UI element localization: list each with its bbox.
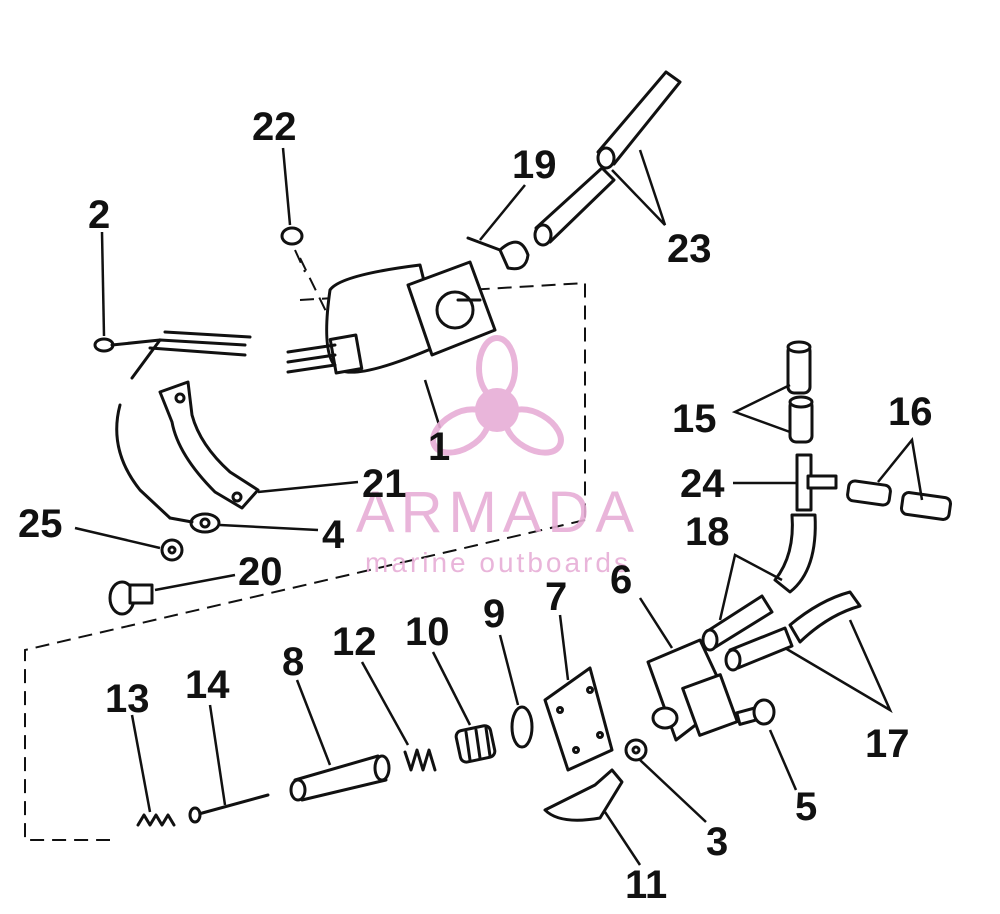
part-23-hoses [533, 70, 682, 247]
callout-2: 2 [88, 193, 110, 237]
part-6-pump-body [638, 597, 739, 742]
callout-12: 12 [332, 620, 377, 664]
callout-10: 10 [405, 610, 450, 654]
part-19-hose-clamp [466, 184, 530, 271]
part-5-screw [735, 698, 798, 791]
callout-11: 11 [625, 863, 667, 907]
part-7-diaphragm-plate [543, 614, 614, 772]
part-24-tee-fitting [733, 453, 838, 512]
part-15-hose-pieces [731, 340, 814, 444]
callout-8: 8 [282, 640, 304, 684]
armada-watermark: ARMADA marine outboards [356, 335, 640, 578]
part-10-spring-cage [431, 651, 497, 764]
part-20-screw [108, 573, 236, 616]
propeller-logo-icon [430, 335, 564, 456]
callout-14: 14 [185, 663, 230, 707]
part-22-screw [280, 147, 306, 273]
callout-5: 5 [795, 785, 817, 829]
callout-numbers: 1 2 3 4 5 6 7 8 9 10 11 12 13 14 15 16 1… [18, 105, 933, 907]
part-4-ground-wire [115, 403, 319, 534]
part-8-plunger [289, 679, 391, 802]
part-3-washer [624, 738, 707, 823]
callout-17: 17 [865, 722, 910, 766]
callout-15: 15 [672, 397, 717, 441]
callout-9: 9 [483, 592, 505, 636]
callout-16: 16 [888, 390, 933, 434]
callout-20: 20 [238, 550, 283, 594]
callout-13: 13 [105, 677, 150, 721]
part-16-hose-pieces [846, 437, 953, 521]
part-11-check-valve [543, 768, 642, 866]
part-14-pin [188, 704, 270, 824]
callout-21: 21 [362, 462, 407, 506]
callout-3: 3 [706, 820, 728, 864]
callout-7: 7 [545, 575, 567, 619]
part-2-lead-wire [93, 231, 252, 380]
part-12-spring [360, 661, 437, 772]
callout-1: 1 [428, 425, 450, 469]
callout-22: 22 [252, 105, 297, 149]
watermark-brand: ARMADA [356, 480, 640, 545]
watermark-tagline: marine outboards [365, 547, 631, 578]
callout-19: 19 [512, 143, 557, 187]
part-9-disc [498, 634, 534, 749]
callout-6: 6 [610, 558, 632, 602]
part-17-hoses [724, 590, 893, 714]
callout-4: 4 [322, 513, 345, 557]
part-1-solenoid [286, 260, 497, 429]
part-25-star-washer [74, 526, 184, 562]
part-18-hoses [701, 513, 817, 652]
part-13-spring [130, 714, 176, 827]
callout-23: 23 [667, 227, 712, 271]
callout-18: 18 [685, 510, 730, 554]
callout-24: 24 [680, 462, 725, 506]
part-21-bracket [158, 380, 359, 510]
callout-25: 25 [18, 502, 63, 546]
